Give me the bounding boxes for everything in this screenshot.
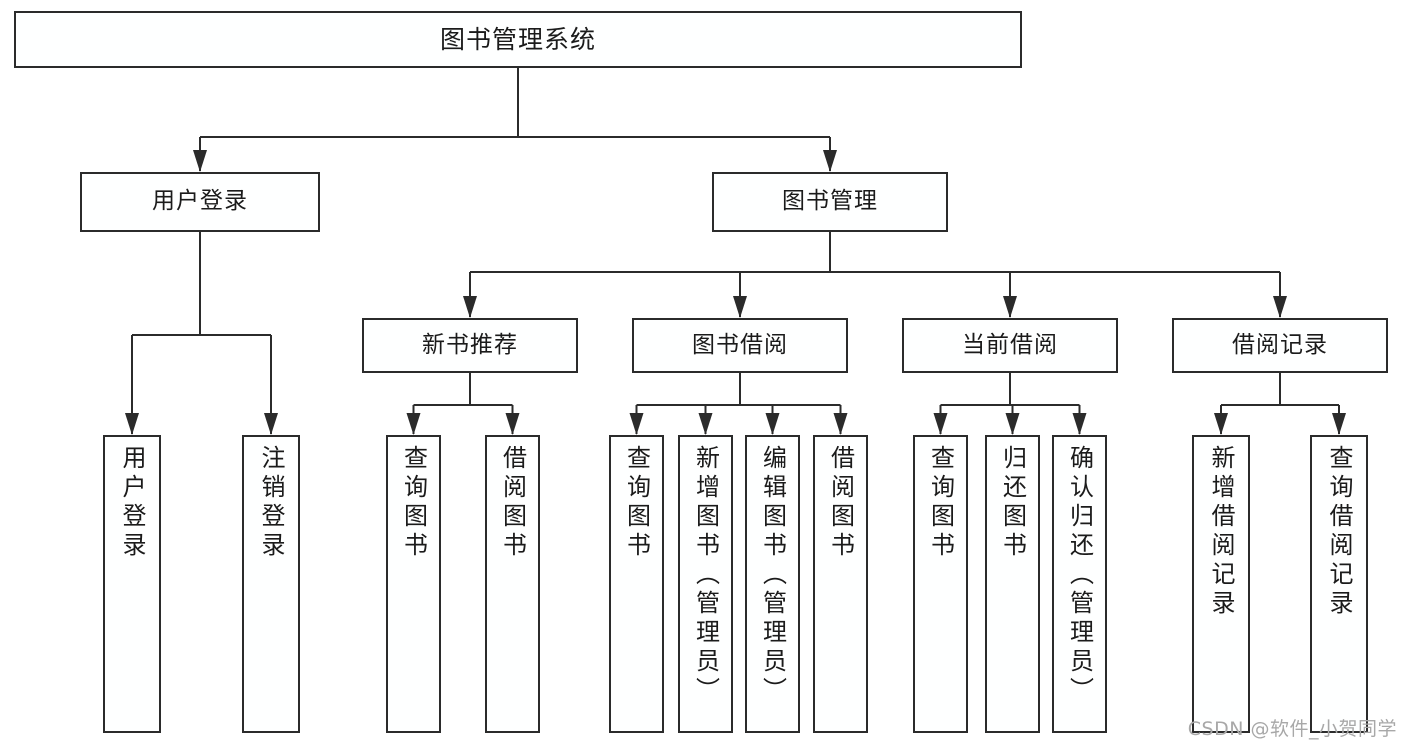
node-label: 新书推荐 [422, 331, 518, 358]
node-label: 用户登录 [118, 445, 146, 561]
node-l-add-record[interactable]: 新增借阅记录 [1192, 435, 1250, 733]
node-l-return-book[interactable]: 归还图书 [985, 435, 1040, 733]
node-l-borrow-book-2[interactable]: 借阅图书 [813, 435, 868, 733]
watermark: CSDN @软件_小贺同学 [1187, 718, 1397, 740]
node-root[interactable]: 图书管理系统 [14, 11, 1022, 68]
node-label: 图书借阅 [692, 331, 788, 358]
node-l-query-book-1[interactable]: 查询图书 [386, 435, 441, 733]
node-l-borrow-book-1[interactable]: 借阅图书 [485, 435, 540, 733]
node-l-query-record[interactable]: 查询借阅记录 [1310, 435, 1368, 733]
node-label: 确认归还（管理员） [1065, 445, 1094, 706]
node-label: 查询借阅记录 [1325, 445, 1353, 619]
node-l-confirm-return[interactable]: 确认归还（管理员） [1052, 435, 1107, 733]
node-b-login[interactable]: 用户登录 [80, 172, 320, 232]
node-label: 编辑图书（管理员） [758, 445, 787, 706]
node-b-book-manage[interactable]: 图书管理 [712, 172, 948, 232]
node-label: 用户登录 [152, 188, 248, 215]
node-l-user-logout[interactable]: 注销登录 [242, 435, 300, 733]
node-label: 新增借阅记录 [1207, 445, 1235, 619]
node-b-new-book[interactable]: 新书推荐 [362, 318, 578, 373]
node-label: 新增图书（管理员） [691, 445, 720, 706]
node-label: 查询图书 [926, 445, 955, 561]
node-label: 当前借阅 [962, 331, 1058, 358]
node-l-add-book[interactable]: 新增图书（管理员） [678, 435, 733, 733]
node-label: 图书管理系统 [439, 24, 596, 54]
node-l-edit-book[interactable]: 编辑图书（管理员） [745, 435, 800, 733]
node-label: 借阅记录 [1232, 331, 1328, 358]
node-label: 归还图书 [998, 445, 1027, 561]
node-label: 注销登录 [257, 445, 285, 561]
node-label: 图书管理 [782, 188, 878, 215]
node-l-user-login[interactable]: 用户登录 [103, 435, 161, 733]
node-b-borrow[interactable]: 图书借阅 [632, 318, 848, 373]
node-label: 查询图书 [622, 445, 651, 561]
node-b-current[interactable]: 当前借阅 [902, 318, 1118, 373]
node-b-record[interactable]: 借阅记录 [1172, 318, 1388, 373]
node-label: 借阅图书 [498, 445, 527, 561]
node-label: 查询图书 [399, 445, 428, 561]
node-l-query-book-2[interactable]: 查询图书 [609, 435, 664, 733]
node-l-query-book-3[interactable]: 查询图书 [913, 435, 968, 733]
node-label: 借阅图书 [826, 445, 855, 561]
